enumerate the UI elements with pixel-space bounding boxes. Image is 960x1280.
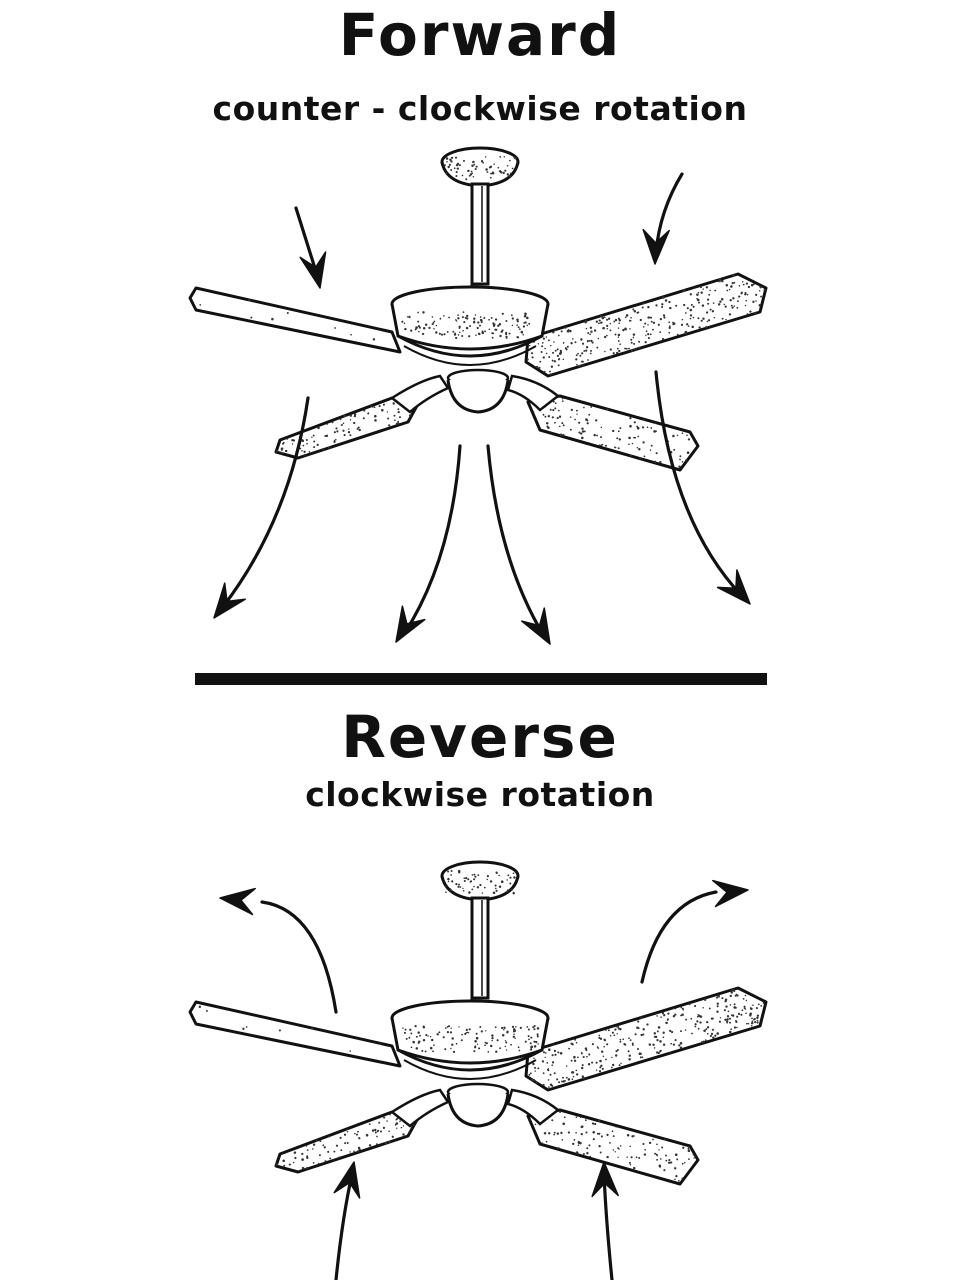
reverse-blade-iron-left bbox=[389, 1088, 450, 1128]
reverse-canopy bbox=[440, 860, 520, 902]
forward-blade-back-right bbox=[524, 272, 768, 378]
reverse-motor-housing bbox=[390, 999, 550, 1080]
reverse-blade-iron-right bbox=[506, 1088, 561, 1126]
forward-arrow-down-right bbox=[654, 370, 751, 605]
forward-blade-back-left bbox=[188, 286, 402, 354]
forward-arrow-down-left bbox=[213, 396, 310, 619]
forward-title: Forward bbox=[338, 1, 622, 69]
forward-fan-diagram bbox=[188, 146, 768, 645]
reverse-blade-front-left bbox=[274, 1110, 420, 1174]
reverse-arrow-up-left bbox=[219, 887, 338, 1014]
forward-light-kit bbox=[446, 368, 510, 414]
reverse-arrow-up-mid-right bbox=[591, 1161, 619, 1280]
reverse-light-kit bbox=[446, 1082, 510, 1128]
reverse-subtitle: clockwise rotation bbox=[305, 775, 655, 814]
forward-blade-iron-left bbox=[389, 374, 450, 414]
forward-downrod bbox=[470, 182, 490, 286]
reverse-arrow-up-mid-left bbox=[333, 1161, 361, 1280]
forward-blade-front-right bbox=[526, 394, 700, 472]
forward-arrow-top-left bbox=[294, 206, 327, 289]
forward-arrow-down-mid-left bbox=[395, 444, 462, 643]
reverse-fan-diagram bbox=[188, 860, 768, 1280]
section-divider bbox=[195, 673, 767, 685]
reverse-downrod bbox=[470, 896, 490, 1000]
forward-blade-iron-right bbox=[506, 374, 561, 412]
reverse-title: Reverse bbox=[341, 703, 619, 771]
reverse-blade-back-right bbox=[524, 986, 768, 1092]
reverse-blade-back-left bbox=[188, 1000, 402, 1068]
reverse-arrow-up-right bbox=[640, 879, 749, 984]
forward-motor-housing bbox=[390, 285, 550, 366]
reverse-blade-front-right bbox=[526, 1108, 700, 1186]
forward-arrow-top-right bbox=[642, 172, 684, 265]
forward-canopy bbox=[440, 146, 520, 188]
forward-arrow-down-mid-right bbox=[486, 444, 551, 645]
forward-subtitle: counter - clockwise rotation bbox=[212, 89, 748, 128]
